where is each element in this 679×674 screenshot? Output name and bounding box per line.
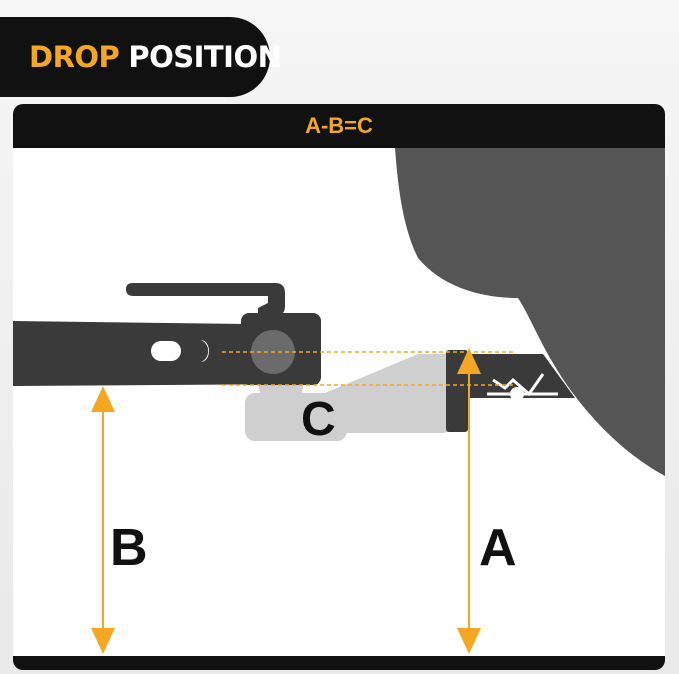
tongue-hole-1 <box>151 341 181 361</box>
title-word-drop: DROP <box>29 40 120 74</box>
ghost-ball-neck <box>265 386 297 400</box>
arrow-a-bottom-head <box>457 628 481 654</box>
receiver-tube <box>463 354 575 398</box>
arrow-a-top-head <box>457 348 481 374</box>
diagram-area: C B A <box>13 148 665 656</box>
formula-text: A-B=C <box>305 113 373 138</box>
arrow-b-top-head <box>91 386 115 412</box>
hitch-diagram: C B A <box>13 148 665 654</box>
diagram-panel: A-B=C <box>13 104 665 670</box>
label-b: B <box>110 519 148 577</box>
hitch-pin-head <box>510 387 524 401</box>
title-word-position: POSITION <box>128 40 282 74</box>
tongue-hole-2 <box>201 340 209 362</box>
ghost-drawbar-shank <box>313 354 465 433</box>
hitch-pin-clip <box>492 373 545 397</box>
formula-header: A-B=C <box>13 104 665 148</box>
arrow-b-bottom-head <box>91 628 115 654</box>
coupler-latch <box>126 283 285 316</box>
title-banner: DROP POSITION <box>0 17 282 97</box>
label-c: C <box>301 393 336 446</box>
vehicle-rear-shape <box>395 148 665 476</box>
label-a: A <box>479 519 517 577</box>
